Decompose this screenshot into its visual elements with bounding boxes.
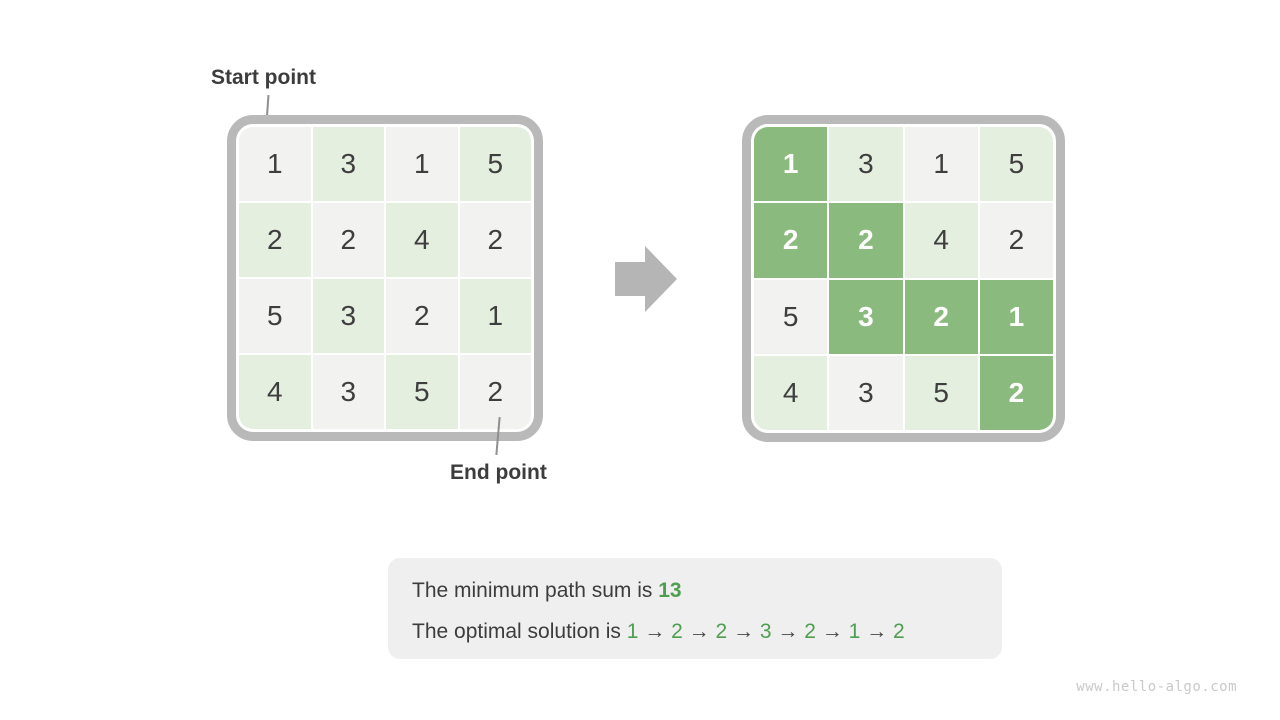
grid-cell-r3c0: 4 [239, 355, 311, 429]
grid-cell-r2c3-path: 1 [979, 279, 1053, 354]
grid-cell-r2c0: 5 [754, 279, 828, 354]
start-point-label: Start point [211, 66, 316, 89]
grid-cell-r2c2-path: 2 [904, 279, 978, 354]
sequence-arrow-separator: → [771, 620, 805, 643]
grid-cell-r1c0-path: 2 [754, 203, 828, 278]
grid-cell-r3c0: 4 [754, 355, 828, 430]
grid-cell-r2c1: 3 [312, 279, 384, 353]
grid-cell-r2c0: 5 [239, 279, 311, 353]
grid-cell-r1c3: 2 [979, 203, 1053, 278]
sequence-step-value: 3 [759, 620, 772, 643]
grid-cell-r1c2: 4 [904, 203, 978, 278]
optimal-solution-sequence: 1 → 2 → 2 → 3 → 2 → 1 → 2 [627, 620, 905, 643]
grid-cell-r1c0: 2 [239, 203, 311, 277]
sequence-step-value: 2 [892, 620, 905, 643]
optimal-solution-prefix: The optimal solution is [412, 620, 627, 643]
grid-cell-r3c2: 5 [904, 355, 978, 430]
grid-cell-r2c2: 2 [386, 279, 458, 353]
grid-cell-r1c3: 2 [459, 203, 531, 277]
grid-cell-r0c1: 3 [312, 127, 384, 201]
minimum-sum-value: 13 [658, 579, 682, 602]
arrow-head [645, 246, 677, 312]
grid-cell-r0c2: 1 [386, 127, 458, 201]
grid-cell-r3c1: 3 [829, 355, 903, 430]
sequence-step-value: 2 [804, 620, 816, 643]
transform-arrow-icon [615, 246, 677, 312]
grid-cell-r3c2: 5 [386, 355, 458, 429]
sequence-step-value: 1 [626, 620, 639, 643]
grid-cell-r2c1-path: 3 [829, 279, 903, 354]
grid-cell-r1c1-path: 2 [829, 203, 903, 278]
grid-cell-r0c1: 3 [829, 127, 903, 202]
minimum-sum-line: The minimum path sum is 13 [412, 570, 1002, 611]
grid-cell-r0c3: 5 [979, 127, 1053, 202]
watermark: www.hello-algo.com [1076, 679, 1237, 695]
sequence-step-value: 2 [715, 620, 728, 643]
sequence-arrow-separator: → [727, 620, 760, 643]
grid-cell-r2c3: 1 [459, 279, 531, 353]
arrow-body [615, 262, 645, 296]
sequence-arrow-separator: → [638, 620, 672, 643]
end-point-label: End point [450, 461, 547, 484]
summary-box: The minimum path sum is 13 The optimal s… [388, 558, 1002, 659]
grid-cell-r1c2: 4 [386, 203, 458, 277]
grid-cell-r3c3-path: 2 [979, 355, 1053, 430]
sequence-arrow-separator: → [682, 620, 716, 643]
sequence-step-value: 1 [848, 620, 861, 643]
grid-cell-r0c2: 1 [904, 127, 978, 202]
sequence-arrow-separator: → [860, 620, 893, 643]
grid-cell-r0c0: 1 [239, 127, 311, 201]
optimal-solution-line: The optimal solution is 1 → 2 → 2 → 3 → … [412, 611, 1002, 652]
grid-cell-r3c1: 3 [312, 355, 384, 429]
minimum-sum-prefix: The minimum path sum is [412, 579, 659, 602]
grid-cell-r3c3: 2 [459, 355, 531, 429]
grid-cell-r0c0-path: 1 [754, 127, 828, 202]
sequence-step-value: 2 [671, 620, 683, 643]
grid-cell-r0c3: 5 [459, 127, 531, 201]
sequence-arrow-separator: → [815, 620, 849, 643]
grid-cell-r1c1: 2 [312, 203, 384, 277]
